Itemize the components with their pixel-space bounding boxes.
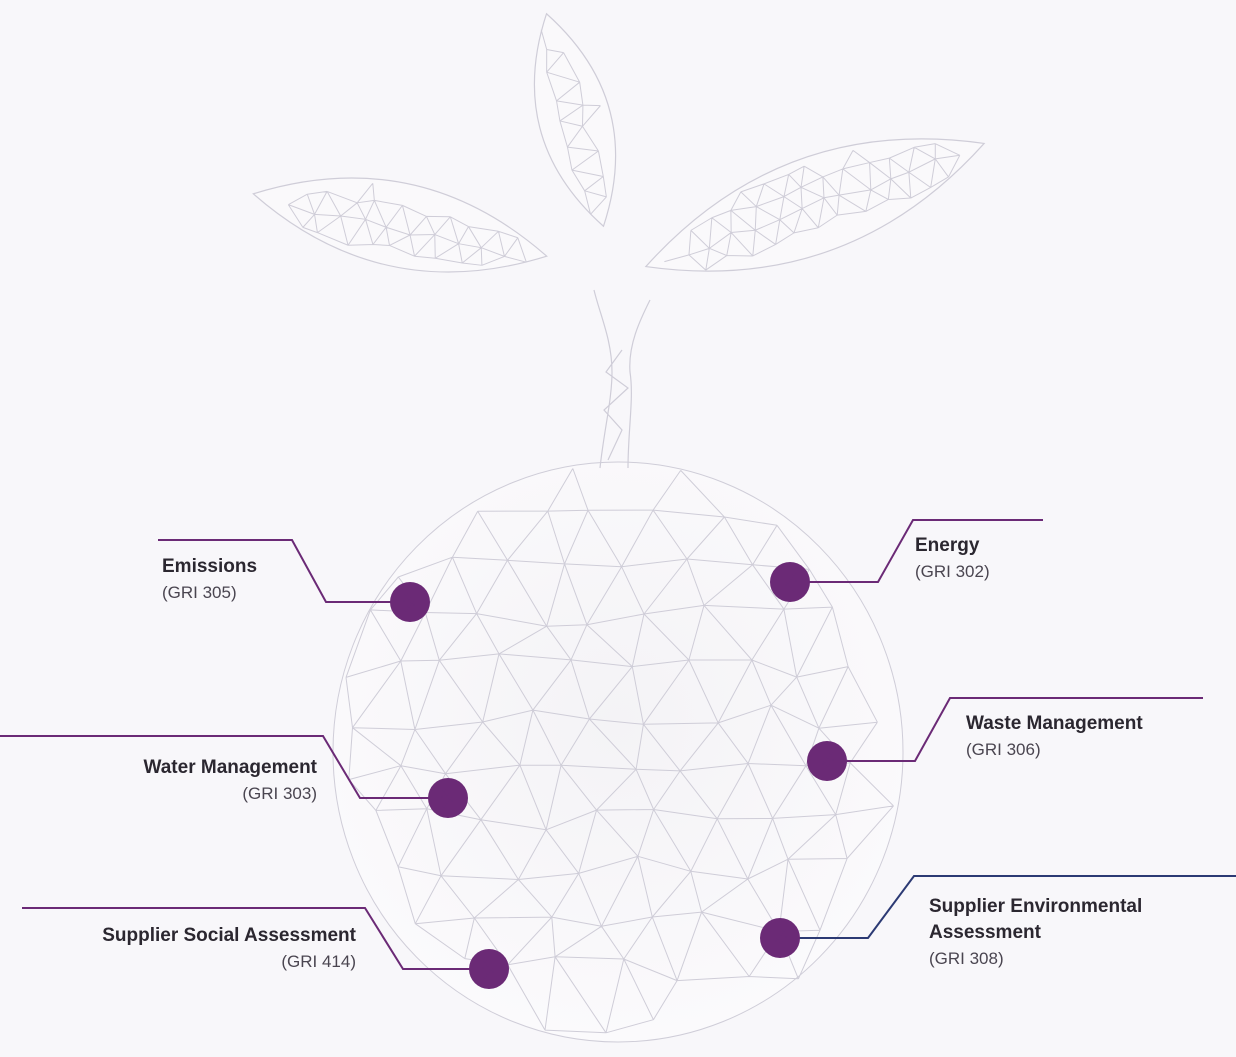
- hotspot-social[interactable]: [469, 949, 509, 989]
- label-emissions: Emissions (GRI 305): [162, 554, 257, 606]
- waste-code: (GRI 306): [966, 740, 1041, 759]
- connector-emissions: [158, 539, 410, 603]
- connector-social: [22, 907, 489, 970]
- emissions-title: Emissions: [162, 556, 258, 577]
- wireframe-mesh: [252, 12, 986, 1043]
- plant-stem: [593, 289, 651, 469]
- label-energy: Energy (GRI 302): [915, 533, 990, 585]
- hotspot-water[interactable]: [428, 778, 468, 818]
- connector-waste: [827, 697, 1203, 762]
- leaf-right: [644, 138, 986, 272]
- connector-lines: [0, 519, 1236, 970]
- hotspot-emissions[interactable]: [390, 582, 430, 622]
- connector-energy: [790, 519, 1043, 583]
- chevron-dots-icon: [481, 959, 495, 979]
- connector-water: [0, 735, 448, 799]
- label-social: Supplier Social Assessment (GRI 414): [20, 923, 356, 975]
- energy-title: Energy: [915, 535, 980, 556]
- env-title: Supplier Environmental Assessment: [929, 896, 1143, 943]
- hotspot-env[interactable]: [760, 918, 800, 958]
- emissions-code: (GRI 305): [162, 583, 237, 602]
- leaf-left-mesh: [287, 183, 527, 266]
- water-title: Water Management: [143, 757, 318, 778]
- label-water: Water Management (GRI 303): [40, 755, 318, 807]
- chevron-dots-icon: [774, 928, 788, 948]
- hotspot-waste[interactable]: [807, 741, 847, 781]
- chevron-dots-icon: [402, 592, 416, 612]
- leaf-top: [533, 12, 617, 228]
- connector-env: [780, 875, 1236, 939]
- env-code: (GRI 308): [929, 949, 1004, 968]
- social-code: (GRI 414): [281, 952, 356, 971]
- chevron-dots-icon: [440, 788, 454, 808]
- label-waste: Waste Management (GRI 306): [966, 711, 1143, 763]
- social-title: Supplier Social Assessment: [102, 925, 356, 946]
- water-code: (GRI 303): [242, 784, 317, 803]
- energy-code: (GRI 302): [915, 562, 990, 581]
- leaf-top-mesh: [540, 29, 607, 215]
- label-env: Supplier Environmental Assessment (GRI 3…: [929, 894, 1199, 972]
- waste-title: Waste Management: [966, 713, 1143, 734]
- leaf-right-mesh: [664, 143, 961, 271]
- leaf-left: [252, 177, 548, 273]
- chevron-dots-icon: [784, 572, 798, 592]
- chevron-dots-icon: [821, 751, 835, 771]
- hotspot-energy[interactable]: [770, 562, 810, 602]
